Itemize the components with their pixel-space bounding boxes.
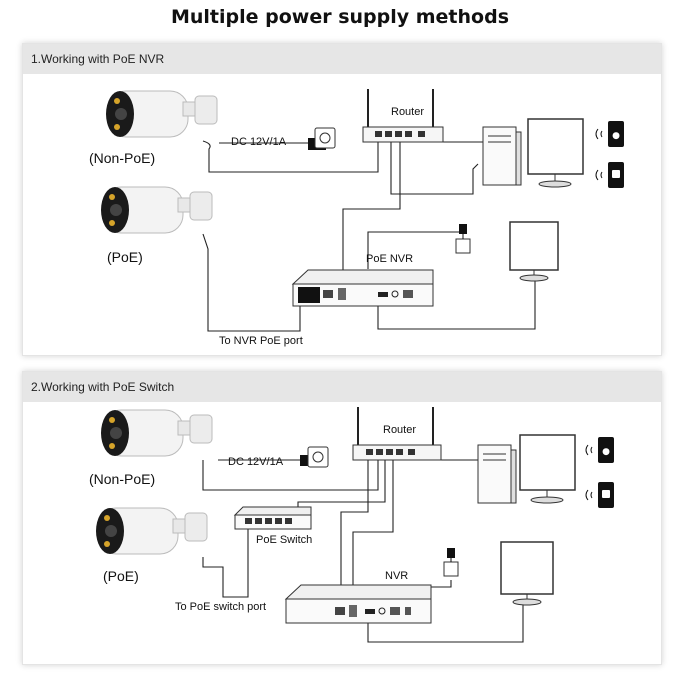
switch-label: PoE Switch (256, 534, 313, 546)
bullet-camera-icon (96, 507, 208, 555)
power-plug-icon (443, 548, 459, 577)
nvr-label: NVR (385, 570, 409, 582)
android-phone-icon (585, 482, 614, 508)
port-label: To PoE switch port (175, 601, 267, 613)
nvr-label: PoE NVR (366, 253, 414, 265)
panel-poe-nvr: 1.Working with PoE NVR (22, 43, 662, 356)
router-icon (362, 89, 444, 143)
nvr-icon (291, 269, 434, 307)
camera-label-non-poe: (Non-PoE) (89, 150, 156, 166)
diagram-poe-nvr: ● (101, 89, 624, 332)
panel-header: 1.Working with PoE NVR (23, 44, 661, 74)
monitor-icon (509, 221, 559, 282)
power-plug-icon (455, 224, 471, 254)
dc-power-label: DC 12V/1A (228, 456, 284, 468)
pc-tower-icon (477, 444, 517, 504)
bullet-camera-icon (101, 186, 213, 234)
svg-text:●: ● (602, 447, 610, 457)
nvr-icon (284, 584, 432, 624)
monitor-icon (500, 541, 554, 606)
port-label: To NVR PoE port (219, 335, 303, 347)
svg-text:●: ● (612, 131, 620, 141)
power-outlet-icon (308, 127, 336, 150)
android-phone-icon (595, 162, 624, 188)
dc-power-label: DC 12V/1A (231, 136, 287, 148)
cables (202, 459, 524, 643)
poe-switch-icon (233, 506, 312, 530)
bullet-camera-icon (101, 409, 213, 457)
bullet-camera-icon (106, 90, 218, 138)
apple-phone-icon: ● (585, 437, 614, 463)
panel-header-label: 1.Working with PoE NVR (31, 52, 165, 66)
camera-label-poe: (PoE) (107, 249, 143, 265)
panel-poe-switch: 2.Working with PoE Switch (22, 371, 662, 665)
pc-tower-icon (482, 126, 522, 186)
camera-label-poe: (PoE) (103, 568, 139, 584)
monitor-icon (527, 118, 584, 188)
monitor-icon (519, 434, 576, 504)
camera-label-non-poe: (Non-PoE) (89, 471, 156, 487)
page-title: Multiple power supply methods (170, 6, 510, 28)
router-icon (352, 407, 442, 461)
apple-phone-icon: ● (595, 121, 624, 147)
router-label: Router (391, 106, 425, 118)
cables (202, 140, 536, 332)
power-outlet-icon (300, 446, 329, 468)
diagram-poe-switch: ● (96, 407, 614, 643)
panel-header-label: 2.Working with PoE Switch (31, 380, 175, 394)
panel-header: 2.Working with PoE Switch (23, 372, 661, 402)
router-label: Router (383, 424, 417, 436)
